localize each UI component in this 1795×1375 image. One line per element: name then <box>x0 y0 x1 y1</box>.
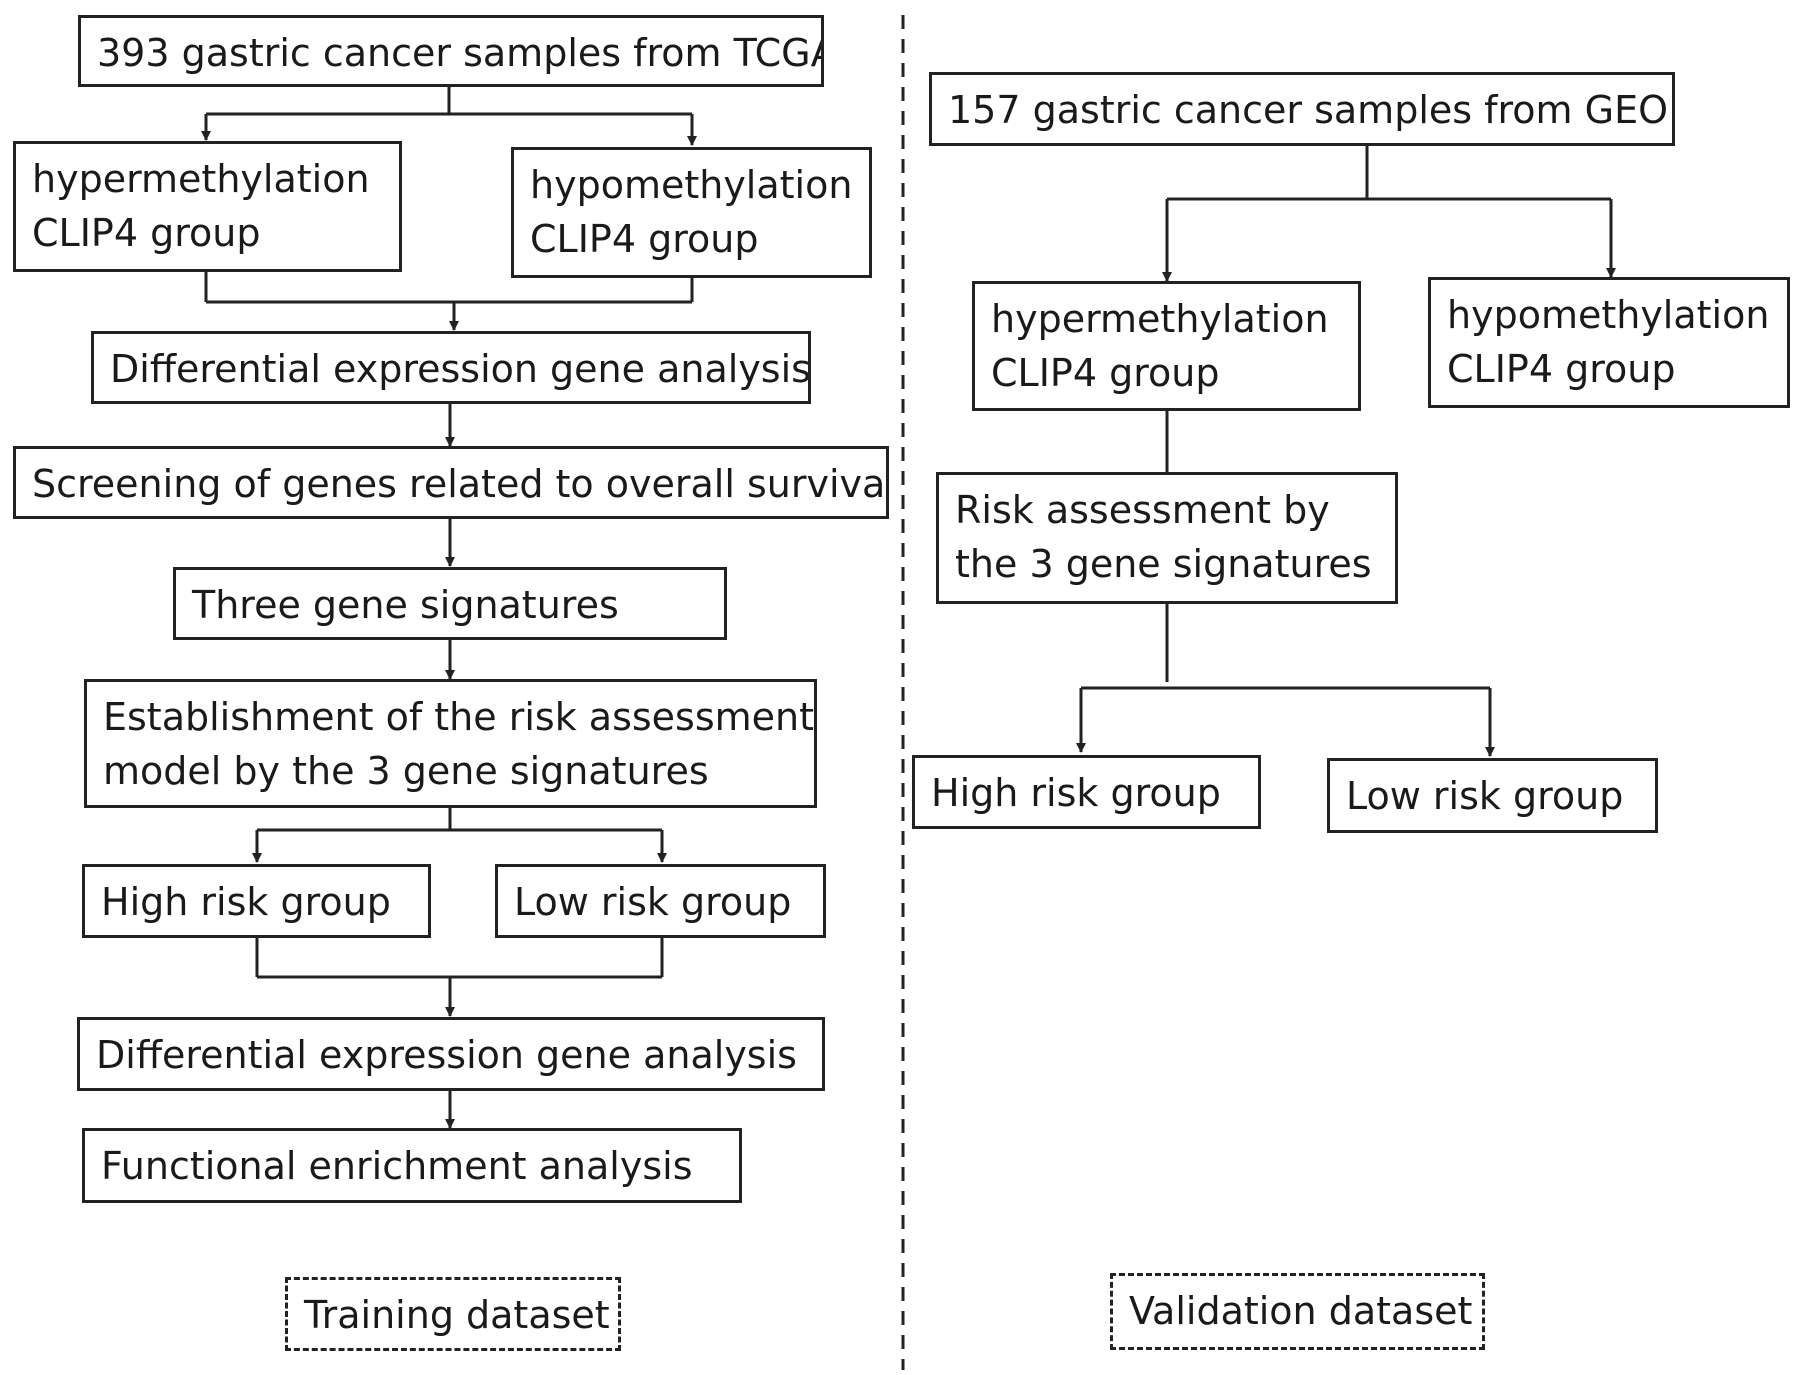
validation-low-risk-text: Low risk group <box>1346 774 1624 818</box>
validation-high-risk-text: High risk group <box>931 771 1221 815</box>
training-low-risk-text: Low risk group <box>514 880 792 924</box>
validation-hypomethylation-box: hypomethylation CLIP4 group <box>1428 277 1790 408</box>
training-hypermethylation-box: hypermethylation CLIP4 group <box>13 141 402 272</box>
training-three-genes-box: Three gene signatures <box>173 567 727 640</box>
training-source-box: 393 gastric cancer samples from TCGA <box>78 15 824 87</box>
validation-risk-line2: the 3 gene signatures <box>955 542 1372 586</box>
validation-source-text: 157 gastric cancer samples from GEO <box>948 88 1669 132</box>
training-deg-box: Differential expression gene analysis <box>91 331 811 404</box>
training-screening-text: Screening of genes related to overall su… <box>32 462 889 506</box>
training-model-line1: Establishment of the risk assessment <box>103 695 815 739</box>
training-high-risk-text: High risk group <box>101 880 391 924</box>
training-enrichment-text: Functional enrichment analysis <box>101 1144 693 1188</box>
validation-risk-assessment-box: Risk assessment by the 3 gene signatures <box>936 472 1398 604</box>
validation-dataset-label: Validation dataset <box>1110 1273 1485 1350</box>
training-hyper-line1: hypermethylation <box>32 157 370 201</box>
training-dataset-label: Training dataset <box>285 1277 621 1351</box>
validation-hypo-line2: CLIP4 group <box>1447 347 1676 391</box>
validation-hyper-line2: CLIP4 group <box>991 351 1220 395</box>
validation-high-risk-box: High risk group <box>912 755 1261 829</box>
training-hyper-line2: CLIP4 group <box>32 211 261 255</box>
validation-dataset-label-text: Validation dataset <box>1129 1289 1473 1333</box>
training-enrichment-box: Functional enrichment analysis <box>82 1128 742 1203</box>
validation-risk-line1: Risk assessment by <box>955 488 1330 532</box>
training-three-genes-text: Three gene signatures <box>192 583 619 627</box>
validation-low-risk-box: Low risk group <box>1327 758 1658 833</box>
training-source-text: 393 gastric cancer samples from TCGA <box>97 31 824 75</box>
training-low-risk-box: Low risk group <box>495 864 826 938</box>
training-hypo-line2: CLIP4 group <box>530 217 759 261</box>
training-model-box: Establishment of the risk assessment mod… <box>84 679 817 808</box>
training-hypomethylation-box: hypomethylation CLIP4 group <box>511 147 872 278</box>
training-screening-box: Screening of genes related to overall su… <box>13 446 889 519</box>
validation-hypermethylation-box: hypermethylation CLIP4 group <box>972 281 1361 411</box>
validation-hypo-line1: hypomethylation <box>1447 293 1770 337</box>
training-deg2-text: Differential expression gene analysis <box>96 1033 797 1077</box>
training-deg2-box: Differential expression gene analysis <box>77 1017 825 1091</box>
validation-source-box: 157 gastric cancer samples from GEO <box>929 72 1675 146</box>
training-hypo-line1: hypomethylation <box>530 163 853 207</box>
validation-hyper-line1: hypermethylation <box>991 297 1329 341</box>
training-deg-text: Differential expression gene analysis <box>110 347 811 391</box>
training-high-risk-box: High risk group <box>82 864 431 938</box>
training-dataset-label-text: Training dataset <box>304 1293 610 1337</box>
training-model-line2: model by the 3 gene signatures <box>103 749 709 793</box>
